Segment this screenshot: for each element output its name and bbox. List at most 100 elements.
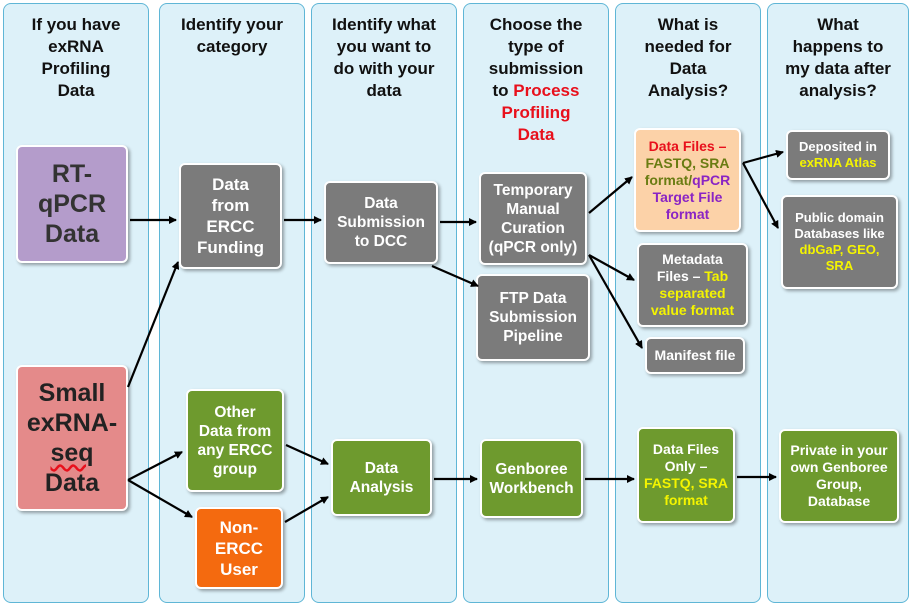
box-line: own Genboree [790,459,888,475]
box-line: Workbench [489,479,574,497]
ftp-pipeline-box: FTP Data Submission Pipeline [476,274,590,361]
header-line: Identify your [180,15,283,34]
column-header-analysis-needs: What is needed for Data Analysis? [616,14,760,102]
temporary-curation-box: Temporary Manual Curation (qPCR only) [479,172,587,265]
box-line: Small [38,379,106,407]
box-line: Data Files [652,441,720,457]
manifest-file-box: Manifest file [645,337,745,374]
box-line-part: format/ [644,171,693,188]
box-line: FASTQ, SRA [643,475,728,491]
box-line: Metadata [662,251,723,267]
header-line: you want to [336,37,432,56]
box-line: any ERCC [197,441,273,459]
header-line: type of [508,37,564,56]
box-line: Data from [198,422,272,440]
header-line: analysis? [799,81,877,100]
box-line: Data [212,175,249,194]
box-line: Temporary [493,181,573,199]
box-line: value format [650,302,735,318]
box-line: ERCC [214,538,264,558]
header-line: Data [57,81,95,100]
box-line: seq [50,439,94,467]
box-line: Funding [196,238,265,257]
other-ercc-data-box: Other Data from any ERCC group [186,389,284,492]
box-line: separated [659,285,726,301]
header-line: category [196,37,268,56]
box-line-part: Files – [656,268,705,284]
box-line: Data Files – [648,137,727,154]
private-genboree-box: Private in your own Genboree Group, Data… [779,429,899,523]
data-files-only-box: Data Files Only – FASTQ, SRA format [637,427,735,523]
box-line: Curation [501,219,565,237]
box-line-part: qPCR [692,171,731,188]
non-ercc-user-box: Non- ERCC User [195,507,283,589]
header-line: data [366,81,402,100]
box-line: Only – [664,458,708,474]
box-line: Data [44,220,100,248]
ercc-funding-box: Data from ERCC Funding [179,163,282,269]
column-header-category: Identify your category [160,14,304,58]
box-line: Deposited in [798,139,877,154]
box-line: Databases like [794,226,885,241]
header-line: submission [488,59,584,78]
header-line: If you have [31,15,121,34]
header-line: Choose the [489,15,583,34]
public-domain-databases-box: Public domain Databases like dbGaP, GEO,… [781,195,898,289]
box-line: SRA [825,258,854,273]
box-line: Non- [219,517,259,537]
header-line: exRNA [48,37,104,56]
column-header-submission-type: Choose the type of submission to Process… [464,14,608,146]
header-line: What [817,15,859,34]
box-line: Database [807,493,871,509]
box-line: Pipeline [503,328,563,345]
box-line: dbGaP, GEO, [799,242,880,257]
header-line-red: Profiling [501,103,571,122]
box-line: format/qPCR [645,172,731,189]
data-analysis-box: Data Analysis [331,439,432,516]
box-line: Files – Tab [657,268,728,285]
header-line: What is [657,15,719,34]
header-line: do with your [333,59,435,78]
column-header-after-analysis: What happens to my data after analysis? [768,14,908,102]
box-line: Target File [652,188,723,205]
deposited-exrna-atlas-box: Deposited in exRNA Atlas [786,130,890,180]
data-files-qpcr-box: Data Files – FASTQ, SRA format/qPCR Targ… [634,128,741,232]
metadata-files-box: Metadata Files – Tab separated value for… [637,243,748,327]
header-line-red: Data [517,125,555,144]
box-line: ERCC [206,217,255,236]
box-line: Data [364,195,398,212]
box-line: exRNA Atlas [799,155,877,170]
column-header-input-data: If you have exRNA Profiling Data [4,14,148,102]
genboree-workbench-box: Genboree Workbench [480,439,583,518]
box-line: RT- [51,160,93,188]
box-line: group [213,460,257,478]
data-submission-box: Data Submission to DCC [324,181,438,264]
column-input-data: If you have exRNA Profiling Data [3,3,149,603]
header-line: my data after [785,59,891,78]
box-line: format [664,492,708,508]
box-line: FTP Data [499,290,567,307]
header-line: Identify what [332,15,436,34]
header-line: needed for [644,37,732,56]
box-line: FASTQ, SRA [645,154,730,171]
box-line: Submission [489,309,577,326]
header-line: happens to [792,37,884,56]
box-line: Submission [337,214,425,231]
box-line: Private in your [790,442,888,458]
header-line-red: Process [513,81,580,100]
box-line: Public domain [795,210,884,225]
box-line: qPCR [37,190,107,218]
column-header-goal: Identify what you want to do with your d… [312,14,456,102]
header-line: Analysis? [647,81,729,100]
box-line: exRNA- [26,409,118,437]
small-exrna-seq-data-box: Small exRNA- seq Data [16,365,128,511]
header-line: to [492,81,514,100]
box-line: Other [214,403,256,421]
box-line: (qPCR only) [488,238,578,256]
box-line: from [211,196,250,215]
box-line: User [220,559,258,579]
box-line: Group, [816,476,862,492]
header-line: Profiling [41,59,111,78]
box-line-part: Tab [704,268,729,284]
box-line: to DCC [354,233,408,250]
